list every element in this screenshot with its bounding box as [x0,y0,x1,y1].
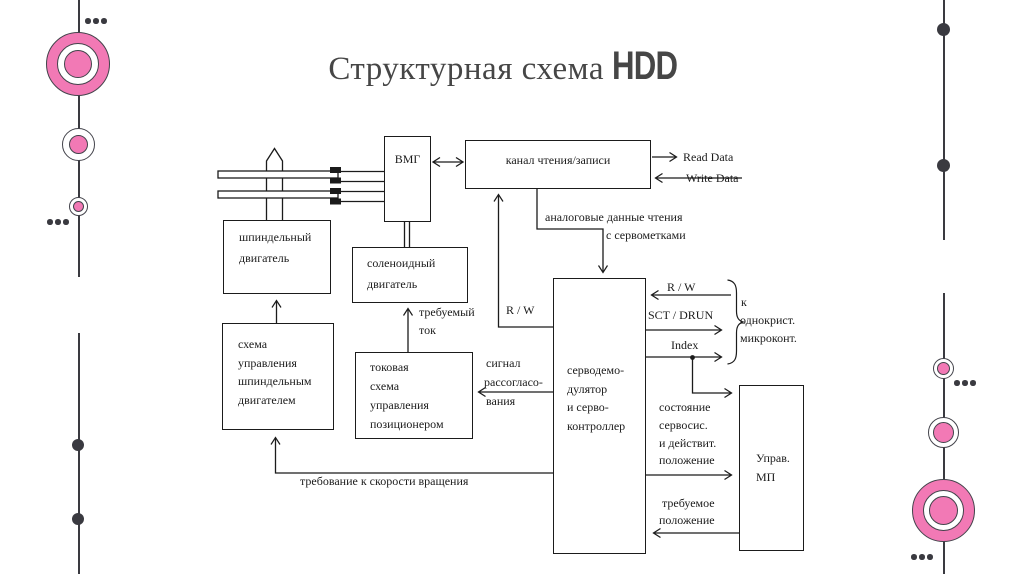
decor-circle [933,358,954,379]
label-servo-state: сервосис. [659,418,708,432]
connector-bmg-channel [431,156,465,168]
label-rw-channel: R / W [506,303,535,317]
head-tab [330,177,341,184]
connector-rw-channel [499,195,553,328]
block-line: двигатель [239,251,290,265]
dots-ornament [85,18,107,24]
head-tab [330,167,341,173]
block-read-write-channel: канал чтения/записи [465,140,651,189]
disk-platter [217,170,339,179]
decor-circle [928,417,959,448]
decor-circle-mid [923,490,964,531]
block-line: и серво- [567,400,609,414]
decor-circle [69,197,88,216]
block-line: токовая [370,360,409,374]
block-line: соленоидный [367,256,436,270]
block-line: контроллер [567,418,626,433]
block-line: двигатель [367,277,418,291]
label-analog-data: аналоговые данные чтения [545,210,683,224]
block-line: схема [238,337,268,351]
label-required-current: требуемый [419,305,475,319]
label-read-data: Read Data [683,150,734,164]
brace [727,279,745,365]
disk-platter [217,190,339,199]
label-servo-state: состояние [659,400,711,414]
decor-circle-core [73,201,84,212]
connector-index-to-mp [691,357,732,394]
dots-ornament [911,554,933,560]
decor-dot [937,23,950,36]
dots-ornament [954,380,976,386]
title-accent: HDD [611,44,678,88]
label-error-signal: сигнал [486,356,521,370]
dots-ornament [47,219,69,225]
label-rw-mcu: R / W [667,280,696,294]
block-line: позиционером [370,417,444,431]
label-index: Index [671,338,699,352]
decor-circle [62,128,95,161]
block-line: двигателем [238,392,296,407]
block-line: шпиндельным [238,374,312,388]
label-error-signal: вания [486,394,516,408]
spindle-shaft [265,147,284,222]
block-servo-controller: серводемо- дулятор и серво- контроллер [553,278,646,554]
label-sct-drun: SCT / DRUN [648,308,714,322]
label-mcu: к [741,295,747,309]
decor-circle-core [937,362,950,375]
block-current-control: токовая схема управления позиционером [355,352,473,439]
label-required-position: требуемое [662,496,715,510]
decor-dot [72,513,84,525]
connector-bmg-solenoid [403,222,411,247]
label-mcu: однокрист. [740,313,796,327]
label-speed-request: требование к скорости вращения [300,474,469,488]
decor-circle-core [933,422,954,443]
block-spindle-control: схема управления шпиндельным двигателем [222,323,334,430]
decor-target-circle [46,32,110,96]
label-required-position: положение [659,513,715,527]
decor-dot [72,439,84,451]
block-label: ВМГ [394,152,421,166]
block-line: Управ. [756,451,790,465]
right-decor-line [943,0,945,240]
label-mcu: микроконт. [740,331,797,345]
head-tab [330,198,341,205]
decor-dot [937,159,950,172]
block-line: серводемо- [567,363,625,377]
decor-circle-mid [57,43,99,85]
label-error-signal: рассогласо- [484,375,543,389]
left-decor-line [78,333,80,574]
head-tab [330,188,341,194]
block-line: управления [370,398,429,412]
block-line: МП [756,470,776,484]
title-text: Структурная схема [328,51,604,87]
decor-circle-core [69,135,88,154]
label-analog-data: с сервометками [606,228,686,242]
label-servo-state: и действит. [659,436,717,450]
label-servo-state: положение [659,453,715,467]
decor-circle-core [64,50,92,78]
connector-analog-data [536,189,603,272]
block-line: дулятор [567,381,608,396]
decor-target-circle [912,479,975,542]
block-control-mp: Управ. МП [739,385,804,551]
block-solenoid-motor: соленоидный двигатель [352,247,468,303]
label-required-current: ток [419,323,436,337]
block-spindle-motor: шпиндельный двигатель [223,220,331,294]
block-line: схема [370,379,400,393]
label-write-data: Write Data [686,171,739,185]
block-line: управления [238,355,297,370]
connector-speed-request [276,438,553,474]
block-line: шпиндельный [239,230,312,244]
decor-circle-core [929,496,958,525]
head-wires [341,170,384,203]
block-bmg: ВМГ [384,136,431,222]
block-label: канал чтения/записи [505,153,611,167]
